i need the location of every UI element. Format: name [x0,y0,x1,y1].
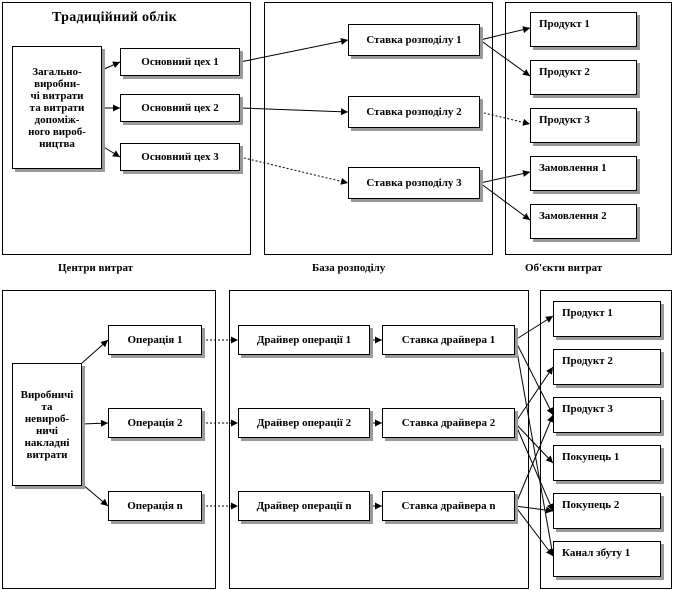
shop-1-box: Основний цех 1 [120,48,240,76]
rate-2-box: Ставка розподілу 2 [348,96,480,128]
driver-1-box: Драйвер операції 1 [238,325,370,355]
diagram-title: Традиційний облік [52,10,178,25]
connector-arrow [81,419,109,427]
top-product-2-box: Продукт 2 [530,60,637,95]
connector-arrow [239,37,349,63]
customer-1-box: Покупець 1 [553,445,661,481]
driver-2-box: Драйвер операції 2 [238,408,370,438]
connector-arrow [514,505,554,514]
connector-arrow [514,505,554,557]
operation-2-box: Операція 2 [108,408,202,438]
abc-overhead-source-box: Виробничі та невироб- ничі накладні витр… [12,363,82,486]
shop-3-box: Основний цех 3 [120,143,240,171]
operation-n-box: Операція n [108,491,202,521]
abc-product-1-box: Продукт 1 [553,301,661,337]
driver-rate-n-box: Ставка драйвера n [382,491,515,521]
cost-centers-caption: Центри витрат [58,262,134,274]
connector-arrow [101,145,121,158]
connector-arrow [239,107,349,116]
connector-arrow [514,422,554,512]
rate-3-box: Ставка розподілу 3 [348,167,480,199]
top-product-3-box: Продукт 3 [530,108,637,143]
rate-1-box: Ставка розподілу 1 [348,24,480,56]
sales-channel-1-box: Канал збуту 1 [553,541,661,577]
cost-objects-caption: Об'єкти витрат [525,262,603,274]
allocation-base-frame [264,2,493,255]
driver-rate-1-box: Ставка драйвера 1 [382,325,515,355]
connector-arrow [514,339,556,557]
top-product-1-box: Продукт 1 [530,12,637,47]
cost-centers-frame [2,2,251,255]
driver-rate-2-box: Ставка драйвера 2 [382,408,515,438]
order-2-box: Замовлення 2 [530,204,637,239]
connector-arrow [239,156,349,185]
operation-1-box: Операція 1 [108,325,202,355]
connector-arrow [514,315,554,341]
connector-arrow [514,339,554,416]
connector-arrow [81,339,109,364]
allocation-base-caption: База розподілу [312,262,386,274]
activities-frame [2,290,216,589]
shop-2-box: Основний цех 2 [120,94,240,122]
abc-product-2-box: Продукт 2 [553,349,661,385]
order-1-box: Замовлення 1 [530,156,637,191]
overhead-source-box: Загально- виробни- чі витрати та витрати… [12,46,102,169]
cost-objects-frame [505,2,672,255]
driver-n-box: Драйвер операції n [238,491,370,521]
abc-product-3-box: Продукт 3 [553,397,661,433]
connector-arrow [81,483,109,507]
connector-arrow [101,61,121,71]
customer-2-box: Покупець 2 [553,493,661,529]
connector-arrow [514,422,554,464]
abc-objects-frame [540,290,672,589]
connector-arrow [514,414,554,507]
drivers-frame [229,290,529,589]
connector-arrow [514,366,554,424]
